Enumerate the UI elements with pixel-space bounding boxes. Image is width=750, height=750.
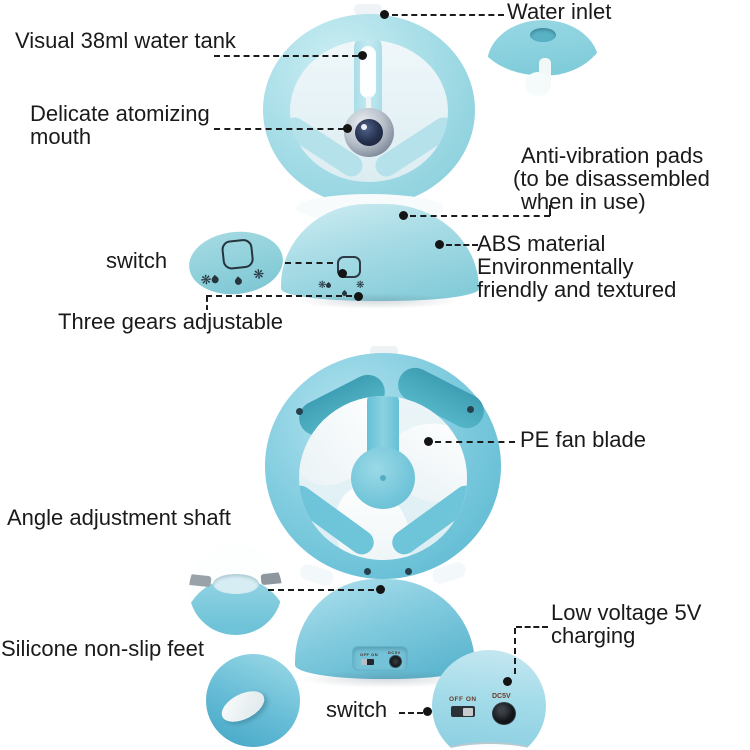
leader-low-voltage-h bbox=[516, 626, 548, 628]
fan-hub bbox=[351, 447, 415, 509]
label-silicone-feet: Silicone non-slip feet bbox=[1, 636, 205, 661]
leader-pe-blade bbox=[435, 441, 515, 443]
off-on-label: OFF ON bbox=[360, 652, 379, 657]
mode-icon-mist-fan: ❋ bbox=[200, 270, 220, 290]
charging-port-inset: OFF ON DC5V bbox=[432, 650, 546, 750]
leader-dot-switch-bottom bbox=[423, 707, 432, 716]
lower-base-shadow bbox=[298, 670, 476, 688]
mode-icon-fan: ❋ bbox=[356, 280, 364, 291]
leader-shaft bbox=[268, 589, 374, 591]
hub-center-dot bbox=[380, 475, 386, 481]
label-low-voltage: Low voltage 5V charging bbox=[551, 601, 701, 647]
leader-dot-abs bbox=[435, 240, 444, 249]
water-inlet-nub bbox=[354, 4, 382, 16]
label-line: Low voltage 5V bbox=[551, 600, 702, 625]
atomizer-highlight bbox=[361, 124, 367, 130]
droplet-icon bbox=[233, 276, 244, 287]
dc5v-label: DC5V bbox=[388, 650, 401, 655]
power-switch bbox=[451, 706, 475, 717]
tank-plug bbox=[525, 72, 551, 96]
shaft-clip-left bbox=[189, 573, 212, 588]
switch-knob bbox=[463, 707, 473, 716]
label-line: Delicate atomizing bbox=[30, 101, 210, 126]
label-line: Anti-vibration pads bbox=[521, 143, 704, 168]
leader-anti-vibration bbox=[410, 215, 550, 217]
atomizing-mouth bbox=[344, 108, 394, 157]
switch-knob bbox=[361, 659, 367, 665]
atomizer-nozzle bbox=[355, 119, 383, 146]
switch-button-outline bbox=[220, 238, 255, 271]
label-atomizing: Delicate atomizing mouth bbox=[30, 102, 210, 148]
leader-dot-anti-vibration bbox=[399, 211, 408, 220]
label-anti-vibration: Anti-vibration pads (to be disassembled … bbox=[513, 144, 710, 213]
leader-water-inlet bbox=[392, 14, 504, 16]
base-switch-button bbox=[337, 256, 361, 278]
label-switch-top: switch bbox=[106, 248, 168, 273]
label-line: when in use) bbox=[521, 189, 646, 214]
leader-anti-vibration-tick bbox=[549, 205, 551, 216]
water-tank-tube bbox=[366, 96, 371, 118]
label-pe-fan-blade: PE fan blade bbox=[520, 427, 646, 452]
label-line: friendly and textured bbox=[477, 277, 677, 302]
label-water-tank: Visual 38ml water tank bbox=[15, 28, 236, 53]
leader-abs bbox=[446, 244, 478, 246]
base-bottom-edge bbox=[432, 742, 546, 750]
label-abs-material: ABS material Environmentally friendly an… bbox=[477, 232, 676, 301]
label-line: mouth bbox=[30, 124, 92, 149]
leader-three-gears bbox=[206, 295, 352, 297]
leader-dot-three-gears bbox=[354, 292, 363, 301]
water-inlet-inset bbox=[487, 20, 599, 108]
power-switch bbox=[361, 659, 374, 665]
fan-icon: ❋ bbox=[252, 266, 265, 283]
label-line: (to be disassembled bbox=[513, 166, 710, 191]
ring-screw-hole bbox=[364, 568, 371, 575]
label-switch-bottom: switch bbox=[326, 697, 388, 722]
leader-switch-bottom bbox=[399, 712, 423, 714]
label-three-gears: Three gears adjustable bbox=[58, 309, 284, 334]
mode-icon-mist bbox=[340, 283, 349, 301]
leader-three-gears-tick bbox=[206, 297, 208, 310]
leader-dot-switch-top bbox=[338, 269, 347, 278]
leader-dot-pe-blade bbox=[424, 437, 433, 446]
leader-dot-low-voltage bbox=[503, 677, 512, 686]
fan-icon: ❋ bbox=[356, 280, 365, 291]
leader-water-tank bbox=[214, 55, 358, 57]
leader-low-voltage-v bbox=[514, 628, 516, 674]
base-control-panel: OFF ON DC5V bbox=[352, 646, 408, 671]
switch-detail-inset: ❋ ❋ bbox=[186, 227, 286, 299]
label-line: charging bbox=[551, 623, 636, 648]
droplet-icon bbox=[325, 281, 333, 290]
fan-icon: ❋ bbox=[318, 280, 327, 291]
leader-dot-water-tank bbox=[358, 51, 367, 60]
charging-port bbox=[492, 702, 516, 725]
label-line: ABS material bbox=[477, 231, 606, 256]
leader-dot-shaft bbox=[376, 585, 385, 594]
upper-fan-base bbox=[281, 204, 479, 301]
shaft-clip-right bbox=[260, 571, 282, 586]
angle-shaft-inset bbox=[189, 544, 282, 635]
ring-screw-hole bbox=[467, 406, 474, 413]
shaft-socket bbox=[213, 574, 259, 594]
ring-screw-hole bbox=[405, 568, 412, 575]
mode-icon-mist-fan: ❋ bbox=[318, 280, 333, 291]
label-line: Environmentally bbox=[477, 254, 634, 279]
mode-icon-fan: ❋ bbox=[252, 265, 265, 284]
lower-fan-opening bbox=[299, 396, 467, 560]
label-angle-shaft: Angle adjustment shaft bbox=[7, 505, 231, 530]
leader-dot-atomizing bbox=[343, 124, 352, 133]
upper-base-shadow bbox=[295, 293, 460, 309]
dc5v-label: DC5V bbox=[492, 693, 511, 700]
leader-atomizing bbox=[214, 128, 344, 130]
ring-screw-hole bbox=[296, 408, 303, 415]
mode-icon-mist bbox=[233, 272, 244, 291]
off-on-label: OFF ON bbox=[449, 696, 477, 703]
label-water-inlet: Water inlet bbox=[507, 0, 612, 24]
charging-port bbox=[389, 655, 402, 668]
leader-switch-top bbox=[285, 262, 333, 264]
leader-dot-water-inlet bbox=[380, 10, 389, 19]
silicone-foot-inset bbox=[206, 654, 300, 747]
water-inlet-hole bbox=[530, 28, 556, 42]
